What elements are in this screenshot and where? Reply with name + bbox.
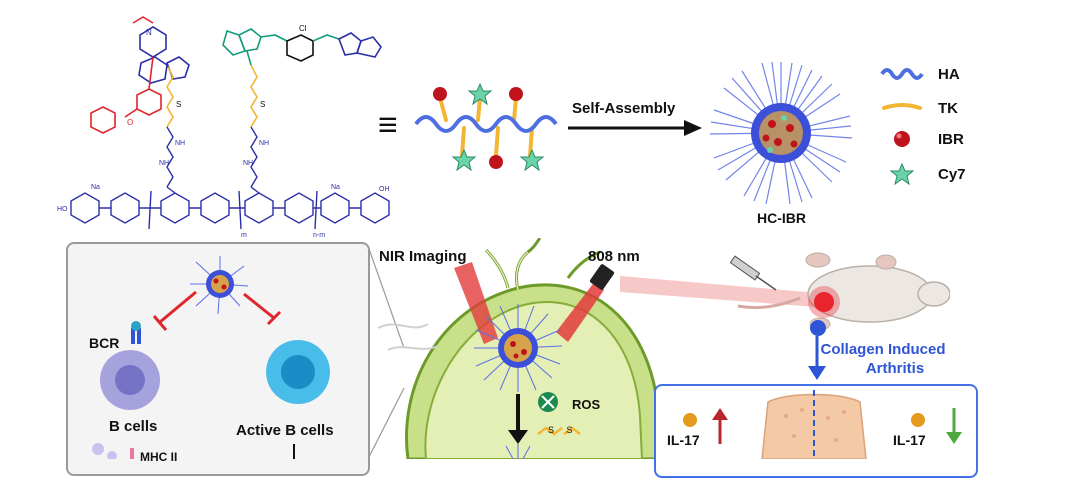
self-assembly-label: Self-Assembly [572,100,676,117]
arrow-down-icon [946,408,962,444]
atom-label: Cl [299,24,307,33]
legend-label: Cy7 [938,165,966,183]
peptide-labels: NH NH NH NH [159,140,269,167]
atom-label: m [241,232,247,239]
atom-label: N [146,28,152,37]
tk-linker-left [166,66,174,128]
atom-label: HO [57,206,68,213]
laser-icon [589,264,615,290]
hc-ibr-nanoparticle [709,61,853,205]
ibrutinib-atom-labels: N O [127,28,152,127]
ibr-ball [509,87,523,101]
legend-item-ibr: IBR [880,128,964,150]
atom-label: NH [159,160,169,167]
atom-label: Na [331,184,340,191]
chemical-structure: N O S S Cl NH NH NH NH [57,16,390,239]
cy7-star [519,148,545,172]
hc-ibr-label: HC-IBR [757,210,806,226]
joint-synovium-diagram [368,238,662,459]
laser-beam [556,280,604,342]
self-assembly-arrow [568,120,702,136]
legend-item-cy7: Cy7 [880,162,966,186]
ibrutinib-moiety [90,16,190,134]
atom-label: NH [243,160,253,167]
legend-label: IBR [938,130,964,148]
joint-cross-section [683,390,962,459]
sulfur-label: S [566,425,573,435]
ha-chain [414,115,558,133]
syringe-icon [729,255,777,291]
mhc-label: MHC II [140,450,178,464]
legend-label: HA [938,65,960,83]
cleaved-s-labels: S S [548,425,573,435]
atom-label: O [127,118,133,127]
sulfur-label: S [548,425,555,435]
atom-label: n-m [313,232,325,239]
backbone-labels: Na Na HO OH m n-m [57,184,390,239]
il17-left-label: IL-17 [667,432,700,448]
inhibit-arrow-active [243,292,275,320]
b-cell-diagram [92,256,330,459]
arthritis-label-line2: Arthritis [865,360,925,377]
legend-item-tk: TK [880,98,958,118]
cy7-moiety [222,28,382,66]
nir-beam [454,262,498,344]
ball-icon [894,131,910,147]
mouse-illustration [729,252,950,336]
arrow-up-icon [712,408,728,444]
atom-label: S [260,100,265,109]
inhibit-arrow-bcr [159,290,197,324]
ros-label: ROS [572,397,601,412]
ha-backbone [70,186,390,230]
arthritis-arrow [808,336,826,380]
ibr-ball [433,87,447,101]
atom-label: NH [259,140,269,147]
peptide-chain [166,126,258,188]
active-b-cells-label: Active B cells [236,422,334,439]
arthritis-label: Collagen Induced Arthritis [818,340,948,378]
bcr-receptor [131,321,141,344]
cytokine-ball-right [911,413,925,427]
tk-linker-right [250,64,258,128]
laser-to-mouse-beam [620,276,830,308]
wave-icon [880,68,924,80]
star-icon [889,162,915,186]
polymer-schematic [414,82,558,172]
atom-label: Na [91,184,100,191]
equivalence-symbol: ≡ [378,106,398,144]
il17-right-label: IL-17 [893,432,926,448]
b-cells-label: B cells [109,418,158,435]
legend-item-ha: HA [880,64,960,84]
atom-label: S [176,100,181,109]
bcr-label: BCR [89,335,120,351]
laser-808-label: 808 nm [588,248,640,265]
legend-label: TK [938,99,958,117]
atom-label: NH [175,140,185,147]
down-arrow-icon [508,430,528,444]
arthritis-label-line1: Collagen Induced [820,341,946,358]
cy7-star [451,148,477,172]
nir-imaging-label: NIR Imaging [379,248,467,265]
bar-icon [882,103,922,110]
cytokine-ball-left [683,413,697,427]
ibr-ball [489,155,503,169]
cy7-star [467,82,493,106]
atom-label: OH [379,186,390,193]
